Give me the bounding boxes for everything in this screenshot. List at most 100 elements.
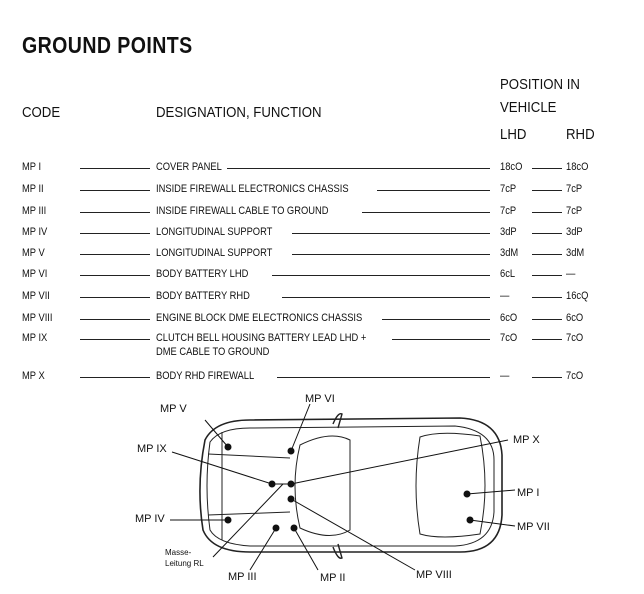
dot-mp1[interactable] bbox=[463, 490, 471, 498]
leader-line bbox=[80, 190, 150, 191]
leader-line bbox=[80, 254, 150, 255]
row-rhd: 7cP bbox=[566, 183, 583, 195]
leader-line bbox=[80, 377, 150, 378]
row-lhd: 7cP bbox=[500, 183, 517, 195]
dot-mp8[interactable] bbox=[287, 495, 295, 503]
label-mp4: MP IV bbox=[135, 513, 165, 525]
row-rhd: 3dP bbox=[566, 226, 583, 238]
row-designation-2: DME CABLE TO GROUND bbox=[156, 346, 270, 358]
leader-line bbox=[272, 275, 490, 276]
row-lhd: — bbox=[500, 370, 510, 382]
leader-line bbox=[532, 168, 562, 169]
label-masse-1: Masse- bbox=[165, 548, 192, 557]
leader-line bbox=[80, 339, 150, 340]
position-header-1: POSITION IN bbox=[500, 76, 580, 93]
leader-line bbox=[227, 168, 490, 169]
row-designation: BODY RHD FIREWALL bbox=[156, 370, 255, 382]
table-row: MP VI BODY BATTERY LHD 6cL — bbox=[0, 268, 644, 282]
leader-line bbox=[277, 377, 490, 378]
row-designation: INSIDE FIREWALL ELECTRONICS CHASSIS bbox=[156, 183, 349, 195]
row-code: MP VIII bbox=[22, 312, 53, 324]
label-mp2: MP II bbox=[320, 572, 345, 584]
row-rhd: — bbox=[566, 268, 576, 280]
dot-mp9[interactable] bbox=[268, 480, 276, 488]
rhd-header: RHD bbox=[566, 126, 595, 143]
row-lhd: 6cO bbox=[500, 312, 518, 324]
leader-line bbox=[80, 168, 150, 169]
leader-line bbox=[80, 319, 150, 320]
leader-line bbox=[382, 319, 490, 320]
dot-mp5[interactable] bbox=[224, 443, 232, 451]
row-designation: ENGINE BLOCK DME ELECTRONICS CHASSIS bbox=[156, 312, 363, 324]
leader-line bbox=[80, 275, 150, 276]
leader-line bbox=[532, 319, 562, 320]
row-designation: BODY BATTERY LHD bbox=[156, 268, 249, 280]
label-mp8: MP VIII bbox=[416, 569, 452, 581]
leader-line bbox=[532, 275, 562, 276]
leader-line bbox=[80, 233, 150, 234]
row-rhd: 6cO bbox=[566, 312, 584, 324]
table-row: MP VIII ENGINE BLOCK DME ELECTRONICS CHAS… bbox=[0, 312, 644, 326]
leader-line bbox=[292, 233, 490, 234]
lhd-header: LHD bbox=[500, 126, 527, 143]
row-designation: LONGITUDINAL SUPPORT bbox=[156, 226, 273, 238]
row-rhd: 18cO bbox=[566, 161, 589, 173]
leader-line bbox=[392, 339, 490, 340]
row-designation: CLUTCH BELL HOUSING BATTERY LEAD LHD + bbox=[156, 332, 367, 344]
leader-line bbox=[362, 212, 490, 213]
row-designation: BODY BATTERY RHD bbox=[156, 290, 250, 302]
leader-line bbox=[532, 297, 562, 298]
row-code: MP VII bbox=[22, 290, 50, 302]
row-lhd: 3dM bbox=[500, 247, 519, 259]
table-row: MP II INSIDE FIREWALL ELECTRONICS CHASSIS… bbox=[0, 183, 644, 197]
leader-line bbox=[292, 254, 490, 255]
row-designation: INSIDE FIREWALL CABLE TO GROUND bbox=[156, 205, 329, 217]
row-code: MP II bbox=[22, 183, 44, 195]
dot-mp4[interactable] bbox=[224, 516, 232, 524]
row-rhd: 7cP bbox=[566, 205, 583, 217]
position-header-2: VEHICLE bbox=[500, 99, 557, 116]
leader-line bbox=[532, 377, 562, 378]
leader-line bbox=[532, 190, 562, 191]
row-rhd: 7cO bbox=[566, 370, 584, 382]
row-code: MP VI bbox=[22, 268, 48, 280]
label-mp9: MP IX bbox=[137, 443, 167, 455]
leader-line bbox=[532, 212, 562, 213]
dot-mp10[interactable] bbox=[287, 480, 295, 488]
dot-mp3[interactable] bbox=[272, 524, 280, 532]
row-designation: COVER PANEL bbox=[156, 161, 222, 173]
row-rhd: 7cO bbox=[566, 332, 584, 344]
label-masse-2: Leitung RL bbox=[165, 559, 204, 568]
label-mp5: MP V bbox=[160, 403, 187, 415]
leader-line bbox=[532, 339, 562, 340]
dot-mp6[interactable] bbox=[287, 447, 295, 455]
row-lhd: 3dP bbox=[500, 226, 517, 238]
label-mp6: MP VI bbox=[305, 393, 335, 405]
row-rhd: 3dM bbox=[566, 247, 585, 259]
label-mp7: MP VII bbox=[517, 521, 550, 533]
leader-line bbox=[532, 254, 562, 255]
page-title: GROUND POINTS bbox=[22, 32, 193, 58]
row-lhd: 6cL bbox=[500, 268, 516, 280]
leader-line bbox=[80, 297, 150, 298]
car-outline bbox=[199, 413, 503, 559]
label-mp3: MP III bbox=[228, 571, 257, 583]
dot-mp2[interactable] bbox=[290, 524, 298, 532]
leader-line bbox=[282, 297, 490, 298]
row-code: MP IV bbox=[22, 226, 48, 238]
dot-mp7[interactable] bbox=[466, 516, 474, 524]
row-designation: LONGITUDINAL SUPPORT bbox=[156, 247, 273, 259]
table-row: MP IV LONGITUDINAL SUPPORT 3dP 3dP bbox=[0, 226, 644, 240]
row-rhd: 16cQ bbox=[566, 290, 589, 302]
label-mp10: MP X bbox=[513, 434, 540, 446]
row-lhd: 7cP bbox=[500, 205, 517, 217]
code-header: CODE bbox=[22, 104, 61, 121]
